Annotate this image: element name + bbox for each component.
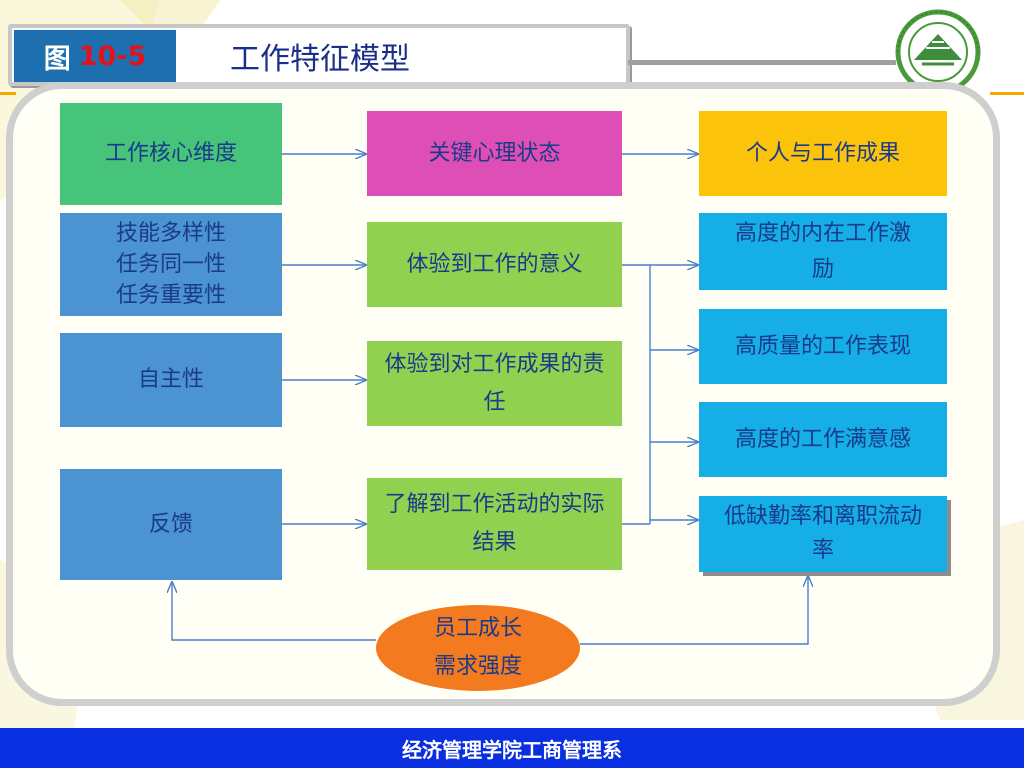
responsibility-box: 体验到对工作成果的责任 (367, 341, 622, 426)
header-divider (628, 60, 896, 65)
motivation-box: 高度的内在工作激励 (699, 213, 947, 290)
outcomes-header: 个人与工作成果 (699, 111, 947, 196)
footer-bar: 经济管理学院工商管理系 (0, 728, 1024, 768)
meaningfulness-box: 体验到工作的意义 (367, 222, 622, 307)
psych-states-header: 关键心理状态 (367, 111, 622, 196)
turnover-box: 低缺勤率和离职流动率 (699, 496, 947, 572)
accent-line-right (990, 92, 1024, 95)
growth-need-strength-ellipse: 员工成长 需求强度 (376, 605, 580, 691)
feedback-box: 反馈 (60, 469, 282, 580)
satisfaction-box: 高度的工作满意感 (699, 402, 947, 477)
footer-text: 经济管理学院工商管理系 (402, 737, 622, 762)
autonomy-box: 自主性 (60, 333, 282, 427)
skills-dimensions-box: 技能多样性 任务同一性 任务重要性 (60, 213, 282, 316)
knowledge-of-results-box: 了解到工作活动的实际结果 (367, 478, 622, 570)
performance-box: 高质量的工作表现 (699, 309, 947, 384)
accent-line-left (0, 92, 16, 95)
core-dimensions-header: 工作核心维度 (60, 103, 282, 205)
page-title: 工作特征模型 (230, 42, 410, 77)
figure-number: 10-5 (78, 40, 147, 72)
figure-label: 图 10-5 (14, 30, 176, 82)
figure-prefix: 图 (43, 43, 71, 75)
